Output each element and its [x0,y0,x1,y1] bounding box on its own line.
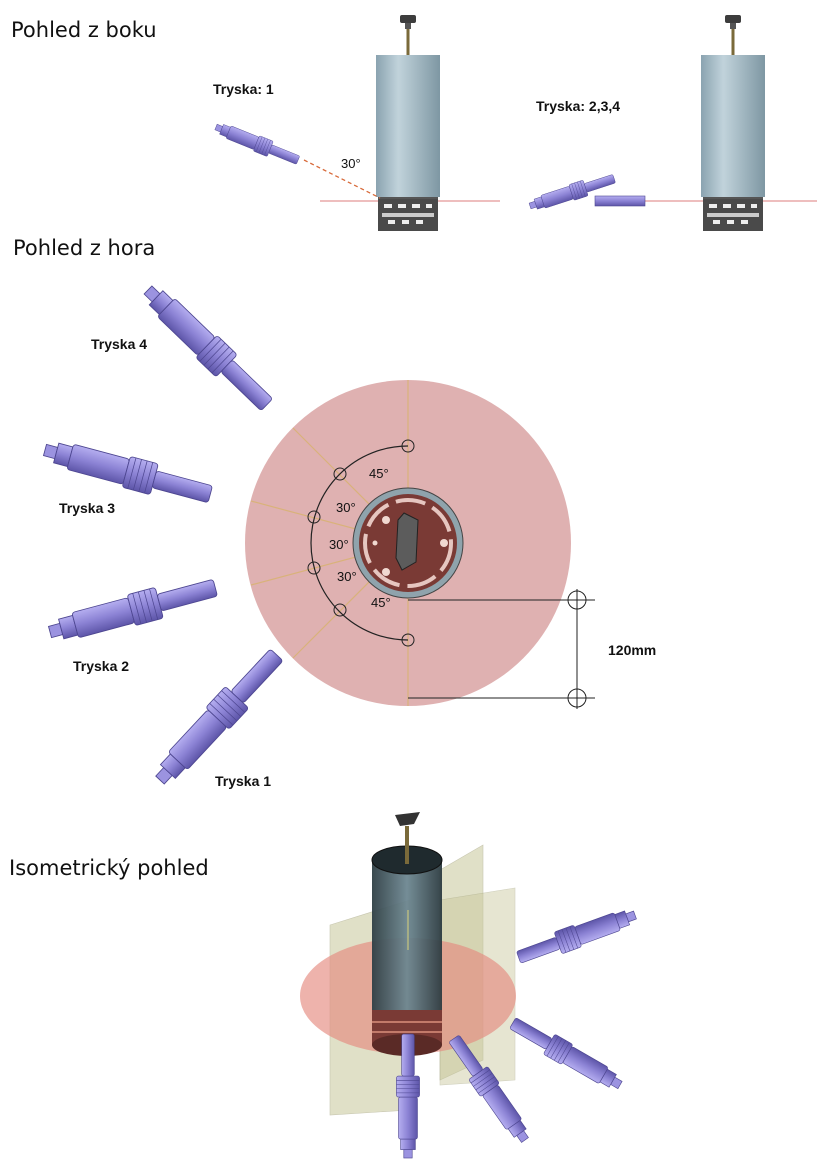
dimension-label: 120mm [608,642,657,658]
iso-view-title: Isometrický pohled [9,856,209,880]
nozzle-1 [147,643,289,792]
top-nozzle-3-label: Tryska 3 [59,500,116,516]
side-nozzles-234-label: Tryska: 2,3,4 [536,98,621,114]
nozzle-4 [136,278,278,417]
side-angle-label: 30° [341,156,361,171]
top-nozzle-1-label: Tryska 1 [215,773,272,789]
angle-45-bottom: 45° [371,595,391,610]
side-view-right [527,15,817,231]
angle-30-middle: 30° [329,537,349,552]
angle-30-lower: 30° [337,569,357,584]
side-view-title: Pohled z boku [11,18,157,42]
side-view-left [212,15,500,231]
top-nozzle-2-label: Tryska 2 [73,658,130,674]
top-view-title: Pohled z hora [13,236,156,260]
angle-30-upper: 30° [336,500,356,515]
nozzle-2 [45,571,220,648]
angle-45-top: 45° [369,466,389,481]
isometric-view [300,812,640,1159]
top-nozzle-4-label: Tryska 4 [91,336,148,352]
nozzle-3 [40,434,215,511]
top-view [40,278,595,792]
side-nozzle-1-label: Tryska: 1 [213,81,274,97]
